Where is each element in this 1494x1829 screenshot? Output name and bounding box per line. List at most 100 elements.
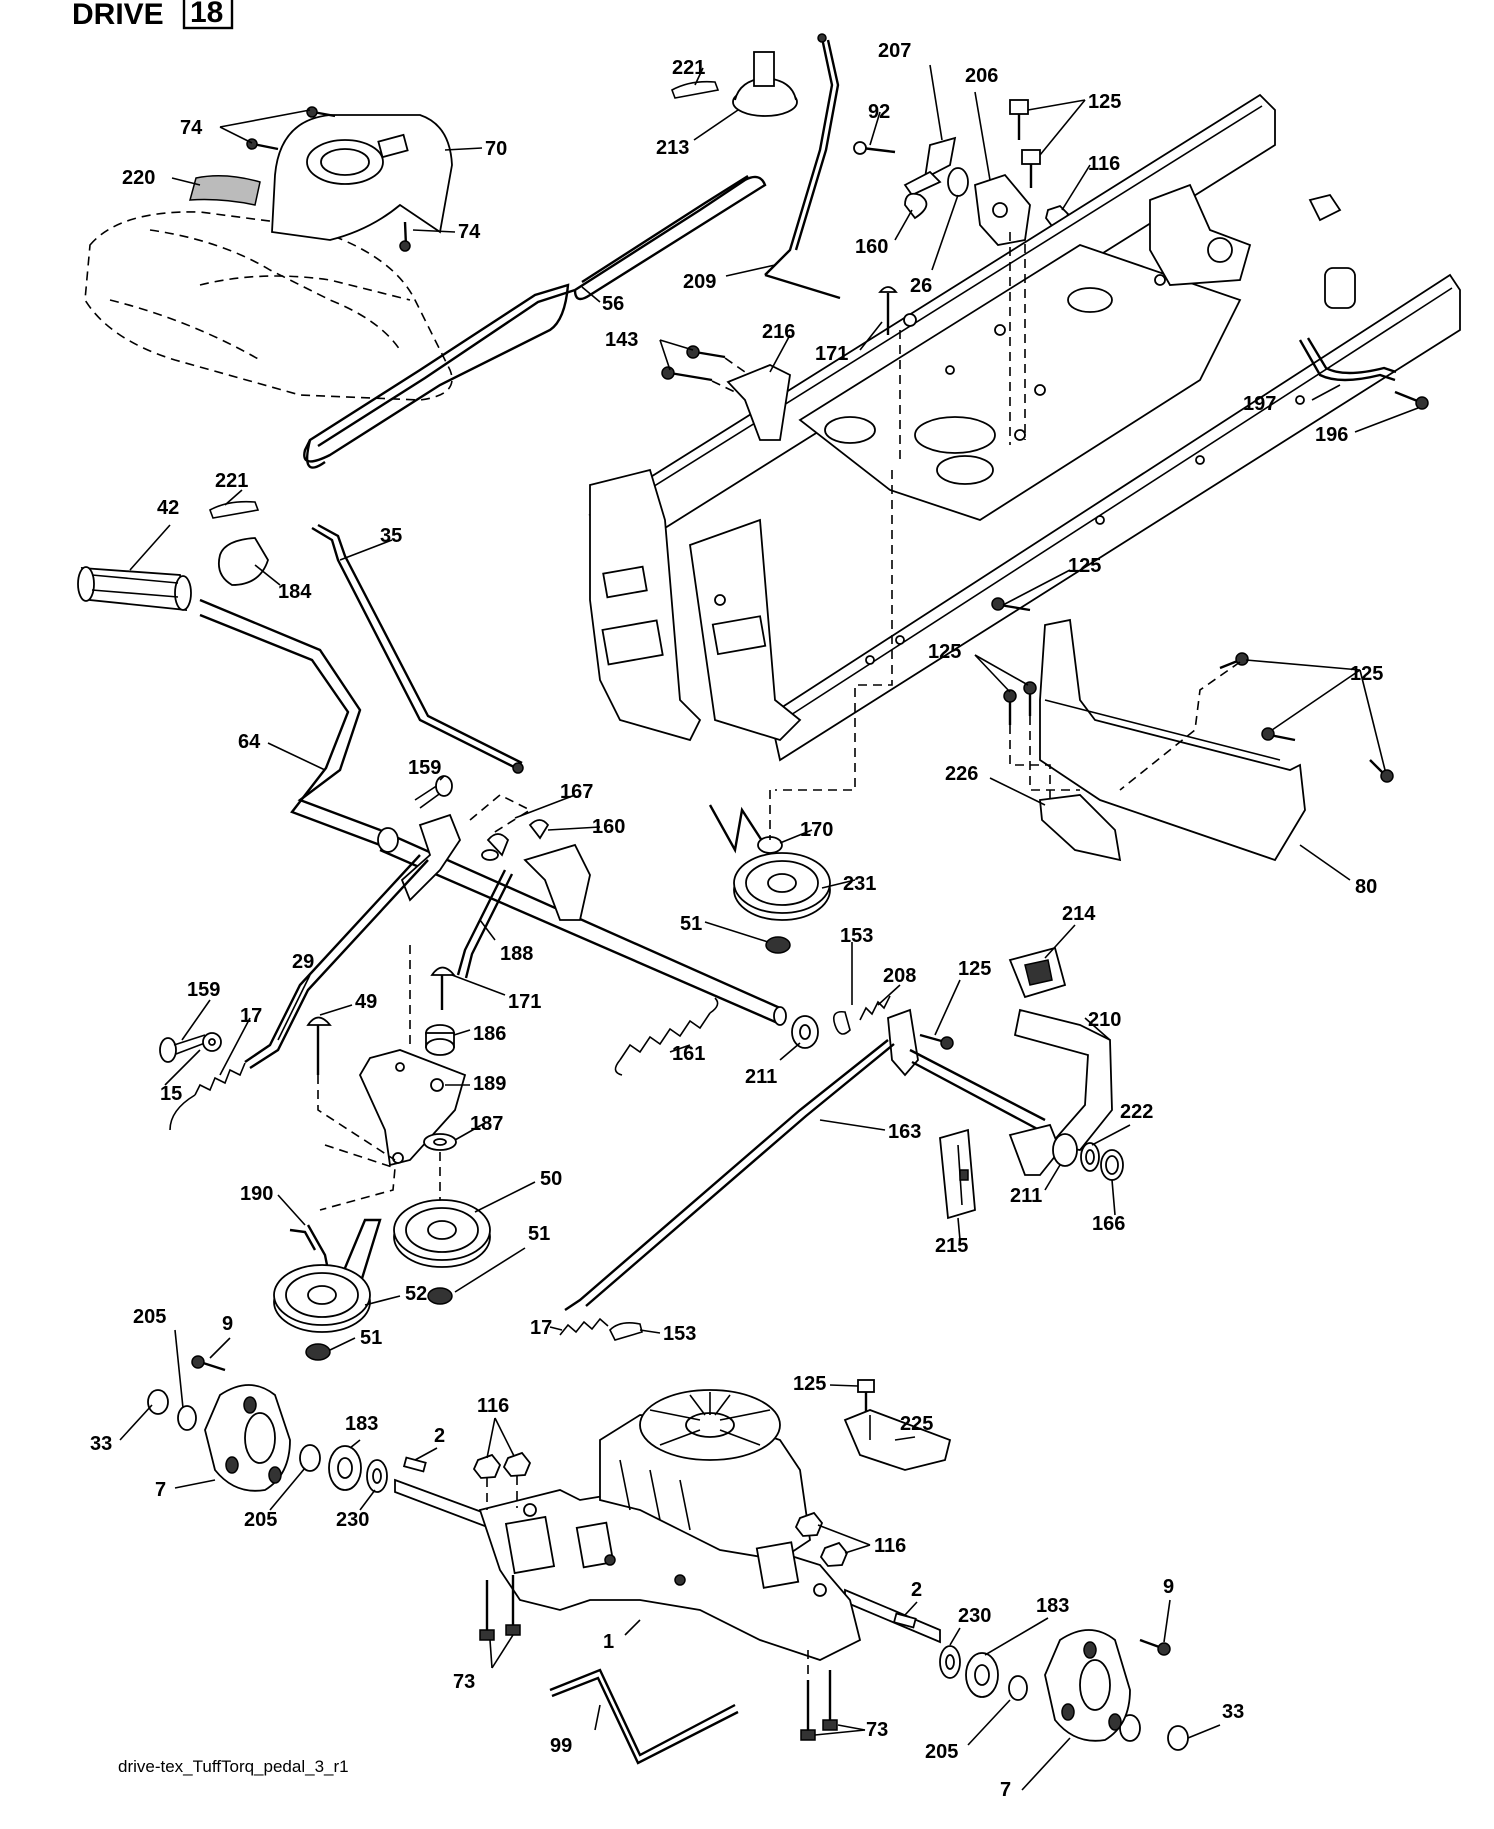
pedal-pad-214 bbox=[1008, 946, 1067, 999]
pin-221-left bbox=[209, 500, 260, 519]
callout-116: 116 bbox=[874, 1535, 906, 1557]
transaxle-1 bbox=[394, 1389, 941, 1661]
bolts-143 bbox=[661, 345, 746, 393]
spring-17-left bbox=[169, 1062, 246, 1131]
arm-170 bbox=[708, 804, 783, 854]
callout-51: 51 bbox=[360, 1327, 382, 1349]
pad-220 bbox=[189, 175, 261, 206]
nuts-116-transaxle bbox=[472, 1451, 849, 1567]
callout-74: 74 bbox=[180, 117, 203, 139]
callout-215: 215 bbox=[935, 1235, 968, 1257]
callout-225: 225 bbox=[900, 1413, 933, 1435]
pin-159-left bbox=[159, 1034, 206, 1063]
callout-161: 161 bbox=[672, 1043, 705, 1065]
nut-51-top bbox=[765, 936, 791, 954]
callout-186: 186 bbox=[473, 1023, 506, 1045]
callout-labels: 74 70 220 74 221 213 209 207 92 160 26 2… bbox=[90, 40, 1383, 1801]
shaft-brackets bbox=[400, 794, 591, 921]
callout-56: 56 bbox=[602, 293, 624, 315]
callout-33: 33 bbox=[90, 1433, 112, 1455]
rod-163 bbox=[564, 1039, 895, 1311]
bolts-73-left bbox=[479, 1575, 521, 1641]
clip-153-lower bbox=[609, 1322, 643, 1341]
bracket-226 bbox=[1039, 794, 1122, 862]
spring-17-lower bbox=[559, 1317, 609, 1336]
rod-188 bbox=[456, 869, 514, 979]
callout-2: 2 bbox=[911, 1579, 922, 1601]
callout-211: 211 bbox=[1010, 1185, 1042, 1207]
callout-125: 125 bbox=[1068, 555, 1101, 577]
callout-210: 210 bbox=[1088, 1009, 1121, 1031]
bolt-171-lower bbox=[430, 966, 456, 1010]
nut-51-mid bbox=[427, 1287, 453, 1305]
callout-64: 64 bbox=[238, 731, 261, 753]
callout-29: 29 bbox=[292, 951, 314, 973]
bracket-207 bbox=[903, 136, 957, 197]
callout-51: 51 bbox=[680, 913, 702, 935]
callout-205: 205 bbox=[244, 1509, 277, 1531]
callout-50: 50 bbox=[540, 1168, 562, 1190]
callout-52: 52 bbox=[405, 1283, 427, 1305]
bolt-9-right bbox=[1139, 1638, 1171, 1656]
pulley-50 bbox=[393, 1199, 491, 1268]
bracket-216 bbox=[726, 364, 791, 441]
rod-209 bbox=[764, 33, 841, 300]
bushing-183-left bbox=[328, 1445, 362, 1491]
pulley-52 bbox=[273, 1264, 371, 1333]
callout-143: 143 bbox=[605, 329, 638, 351]
rod-197 bbox=[1298, 337, 1397, 382]
bolt-92 bbox=[853, 141, 896, 155]
callout-73: 73 bbox=[866, 1719, 888, 1741]
callout-208: 208 bbox=[883, 965, 916, 987]
callout-207: 207 bbox=[878, 40, 911, 62]
clip-160-top bbox=[904, 192, 928, 220]
washer-15 bbox=[202, 1032, 222, 1052]
callout-214: 214 bbox=[1062, 903, 1096, 925]
callout-163: 163 bbox=[888, 1121, 921, 1143]
callout-74: 74 bbox=[458, 221, 481, 243]
callout-26: 26 bbox=[910, 275, 932, 297]
callout-125: 125 bbox=[1350, 663, 1383, 685]
callout-222: 222 bbox=[1120, 1101, 1153, 1123]
callout-73: 73 bbox=[453, 1671, 475, 1693]
callout-99: 99 bbox=[550, 1735, 572, 1757]
rod-35 bbox=[311, 523, 524, 774]
callout-7: 7 bbox=[155, 1479, 166, 1501]
rod-99 bbox=[549, 1668, 739, 1765]
callout-170: 170 bbox=[800, 819, 833, 841]
fender-part-70 bbox=[271, 114, 453, 241]
clip-153-mid bbox=[832, 1010, 851, 1035]
callout-116: 116 bbox=[477, 1395, 509, 1417]
pedal-bracket bbox=[887, 1008, 1046, 1134]
callout-49: 49 bbox=[355, 991, 377, 1013]
callout-211: 211 bbox=[745, 1066, 777, 1088]
hub-7-left bbox=[204, 1384, 291, 1492]
callout-216: 216 bbox=[762, 321, 795, 343]
washer-230-left bbox=[366, 1459, 388, 1493]
washer-230-right bbox=[939, 1645, 961, 1679]
callout-213: 213 bbox=[656, 137, 689, 159]
callout-205: 205 bbox=[133, 1306, 166, 1328]
callout-125: 125 bbox=[958, 958, 991, 980]
callout-33: 33 bbox=[1222, 1701, 1244, 1723]
ring-166 bbox=[1100, 1149, 1124, 1181]
section-word: DRIVE bbox=[72, 0, 164, 31]
diagram-caption: drive-tex_TuffTorq_pedal_3_r1 bbox=[118, 1757, 349, 1776]
callout-42: 42 bbox=[157, 497, 179, 519]
bolt-49 bbox=[306, 1016, 332, 1075]
grip-42 bbox=[77, 566, 192, 612]
callout-230: 230 bbox=[958, 1605, 991, 1627]
callout-183: 183 bbox=[1036, 1595, 1069, 1617]
dash-189 bbox=[319, 1144, 396, 1211]
section-number: 18 bbox=[190, 0, 223, 29]
callout-125: 125 bbox=[928, 641, 961, 663]
callout-51: 51 bbox=[528, 1223, 550, 1245]
callout-209: 209 bbox=[683, 271, 716, 293]
callout-9: 9 bbox=[1163, 1576, 1174, 1598]
bushing-183-right bbox=[965, 1652, 999, 1698]
cover-215 bbox=[939, 1128, 976, 1220]
callout-171: 171 bbox=[815, 343, 848, 365]
callout-153: 153 bbox=[663, 1323, 696, 1345]
bolt-159-center bbox=[414, 775, 453, 809]
